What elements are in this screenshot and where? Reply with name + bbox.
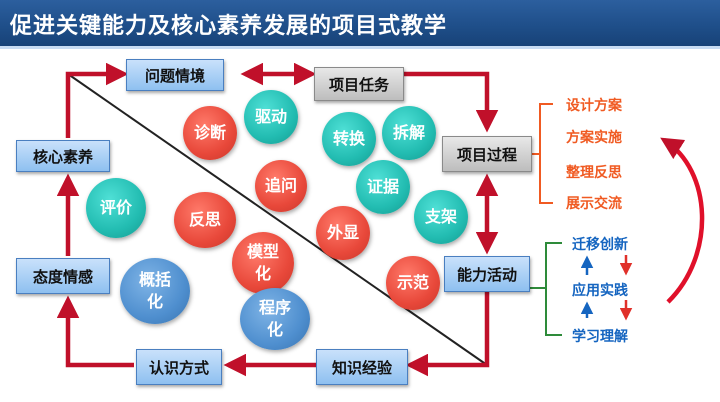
diagonal-divider <box>67 73 488 366</box>
circle-reflect: 反思 <box>174 192 236 248</box>
circle-decompose: 拆解 <box>382 106 436 160</box>
arrow-cognition-attitude <box>56 295 134 368</box>
process-stage-2: 方案实施 <box>566 130 622 146</box>
circle-question: 追问 <box>255 160 307 212</box>
circle-evidence: 证据 <box>356 160 410 214</box>
header-bar: 促进关键能力及核心素养发展的项目式教学 <box>0 0 720 46</box>
arrow-core-situation <box>65 62 129 138</box>
circle-explicit: 外显 <box>316 206 370 260</box>
process-stage-1: 设计方案 <box>566 98 622 114</box>
circle-diagnose: 诊断 <box>183 106 237 160</box>
process-stage-3: 整理反思 <box>566 165 622 181</box>
circle-transform-label: 转换 <box>332 129 365 148</box>
circle-transform: 转换 <box>322 112 376 166</box>
circle-support-label: 支架 <box>424 207 457 226</box>
box-problem-situation: 问题情境 <box>126 59 224 91</box>
circle-drive: 驱动 <box>244 90 298 144</box>
ability-level-top: 迁移创新 <box>572 237 628 253</box>
box-project-process: 项目过程 <box>442 136 532 172</box>
arrow-ability-knowledge <box>405 292 490 377</box>
page-title: 促进关键能力及核心素养发展的项目式教学 <box>10 14 448 39</box>
ability-level-middle: 应用实践 <box>572 283 628 299</box>
circle-proceduralize: 程序化 <box>240 288 310 350</box>
circle-demonstrate: 示范 <box>386 256 440 310</box>
arrow-task-process <box>404 71 499 133</box>
circle-evaluate-label: 评价 <box>99 198 132 217</box>
circle-evaluate: 评价 <box>86 178 146 238</box>
box-ability-activity: 能力活动 <box>444 256 530 292</box>
circle-model-label: 模型化 <box>246 242 279 283</box>
circle-decompose-label: 拆解 <box>392 123 425 142</box>
box-knowledge-experience: 知识经验 <box>316 349 408 385</box>
circle-explicit-label: 外显 <box>326 223 359 242</box>
curved-feedback-arrow <box>660 137 705 304</box>
circle-evidence-label: 证据 <box>366 177 399 196</box>
circle-summarize-label: 概括化 <box>138 270 171 311</box>
circle-drive-label: 驱动 <box>254 107 287 126</box>
box-cognitive-way: 认识方式 <box>136 349 222 385</box>
box-core-literacy: 核心素养 <box>16 140 110 172</box>
header-divider <box>0 46 720 49</box>
circle-reflect-label: 反思 <box>188 210 221 229</box>
circle-demonstrate-label: 示范 <box>396 273 429 292</box>
circle-diagnose-label: 诊断 <box>193 123 226 142</box>
circle-support: 支架 <box>414 190 468 244</box>
circle-question-label: 追问 <box>264 176 297 195</box>
ability-level-bottom: 学习理解 <box>572 329 628 345</box>
box-project-task: 项目任务 <box>314 67 404 101</box>
circle-summarize: 概括化 <box>120 258 190 324</box>
circle-proceduralize-label: 程序化 <box>258 298 291 339</box>
box-attitude-emotion: 态度情感 <box>16 258 110 294</box>
circle-model: 模型化 <box>232 232 294 294</box>
process-stage-4: 展示交流 <box>566 196 622 212</box>
ability-bracket <box>530 242 562 336</box>
